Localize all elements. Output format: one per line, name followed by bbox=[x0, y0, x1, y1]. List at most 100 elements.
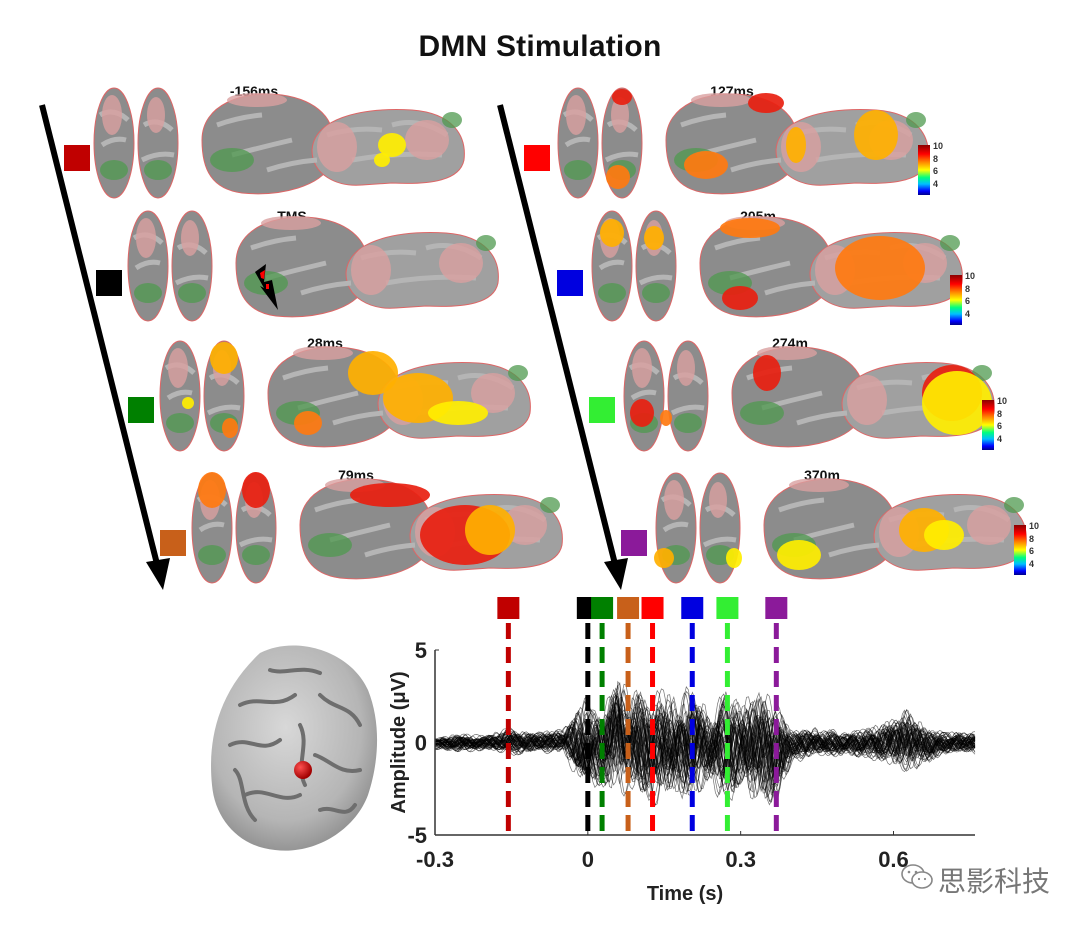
activation-blob bbox=[374, 153, 390, 167]
stimulation-site-marker bbox=[294, 761, 312, 779]
brain-gyrus bbox=[216, 112, 263, 128]
network-region bbox=[242, 545, 270, 565]
colorbar-tick-label: 8 bbox=[965, 283, 971, 294]
colorbar bbox=[950, 275, 962, 325]
event-marker-swatch-79ms bbox=[617, 597, 640, 619]
activation-blob bbox=[924, 520, 964, 550]
brain-gyrus bbox=[282, 365, 329, 381]
brain-gyrus bbox=[174, 274, 209, 286]
brain-gyrus bbox=[564, 136, 591, 148]
brain-gyrus bbox=[630, 389, 657, 401]
colorbar-tick-label: 8 bbox=[997, 408, 1003, 419]
brain-gyrus bbox=[714, 235, 761, 251]
brain-views-left-1 bbox=[127, 210, 499, 322]
network-region bbox=[1004, 497, 1024, 513]
y-axis-label: Amplitude (μV) bbox=[388, 671, 410, 813]
brain-gyrus bbox=[702, 536, 737, 548]
x-tick-label: -0.3 bbox=[416, 847, 454, 872]
colorbar-tick-label: 8 bbox=[1029, 533, 1035, 544]
dmn-region bbox=[611, 97, 629, 133]
eeg-channel-trace bbox=[434, 714, 976, 776]
colorbar bbox=[982, 400, 994, 450]
colorbar-tick-label: 10 bbox=[1029, 521, 1040, 531]
activation-blob bbox=[612, 89, 632, 105]
activation-blob bbox=[753, 355, 781, 391]
eeg-channel-trace bbox=[434, 702, 976, 793]
colorbar-tick-label: 6 bbox=[997, 421, 1003, 431]
brain-gyrus bbox=[198, 521, 225, 533]
brain-gyrus bbox=[638, 274, 673, 286]
brain-views-left-2 bbox=[159, 340, 531, 452]
brain-gyrus bbox=[796, 410, 848, 426]
eeg-channel-trace bbox=[435, 683, 976, 806]
event-marker-swatch--156ms bbox=[497, 597, 520, 619]
dmn-region bbox=[677, 350, 695, 386]
x-tick-label: 0.6 bbox=[878, 847, 909, 872]
colorbar-tick-label: 8 bbox=[933, 153, 939, 164]
activation-blob bbox=[644, 226, 664, 250]
brain-views-right-0 bbox=[557, 87, 929, 199]
activation-blob bbox=[350, 483, 430, 507]
dmn-region bbox=[181, 220, 199, 256]
brain-gyrus bbox=[598, 259, 625, 271]
brain-gyrus bbox=[266, 157, 318, 173]
event-marker-swatch-127ms bbox=[641, 597, 664, 619]
dmn-region bbox=[147, 97, 165, 133]
activation-blob bbox=[684, 151, 728, 179]
time-marker-swatch-right-1 bbox=[557, 270, 583, 296]
time-marker-swatch-right-0 bbox=[524, 145, 550, 171]
event-marker-swatch-28ms bbox=[591, 597, 614, 619]
brain-gyrus bbox=[250, 235, 297, 251]
dmn-region bbox=[664, 480, 684, 520]
dmn-region bbox=[691, 93, 751, 107]
y-tick-label: 5 bbox=[415, 638, 427, 663]
dmn-region bbox=[967, 505, 1011, 545]
brain-views-right-3 bbox=[654, 472, 1027, 584]
network-region bbox=[442, 112, 462, 128]
network-region bbox=[476, 235, 496, 251]
y-tick-label: -5 bbox=[407, 823, 427, 848]
activation-blob bbox=[198, 472, 226, 508]
activation-blob bbox=[835, 236, 925, 300]
brain-surface bbox=[211, 645, 378, 851]
network-region bbox=[178, 283, 206, 303]
dmn-region bbox=[847, 375, 887, 425]
activation-blob bbox=[748, 93, 784, 113]
network-region bbox=[564, 160, 592, 180]
network-region bbox=[144, 160, 172, 180]
brain-sulci bbox=[228, 667, 362, 822]
activation-blob bbox=[222, 418, 238, 438]
brain-gyrus bbox=[604, 151, 639, 163]
activation-blob bbox=[182, 397, 194, 409]
activation-blob bbox=[786, 127, 806, 163]
dmn-region bbox=[168, 348, 188, 388]
dmn-region bbox=[789, 478, 849, 492]
colorbar-tick-label: 6 bbox=[965, 296, 971, 306]
time-marker-swatch-left-1 bbox=[96, 270, 122, 296]
network-region bbox=[100, 160, 128, 180]
dmn-region bbox=[317, 122, 357, 172]
brain-gyrus bbox=[140, 151, 175, 163]
activation-blob bbox=[348, 351, 398, 395]
activation-blob bbox=[854, 110, 898, 160]
activation-blob bbox=[660, 410, 672, 426]
brain-gyrus bbox=[134, 259, 161, 271]
brain-gyrus bbox=[828, 542, 880, 558]
event-marker-swatch-205ms bbox=[681, 597, 704, 619]
dmn-region bbox=[566, 95, 586, 135]
time-marker-swatch-right-3 bbox=[621, 530, 647, 556]
network-region bbox=[166, 413, 194, 433]
colorbar-tick-label: 10 bbox=[997, 396, 1008, 406]
activation-blob bbox=[378, 133, 406, 157]
time-marker-swatch-right-2 bbox=[589, 397, 615, 423]
arrow-head-left bbox=[146, 558, 170, 590]
activation-blob bbox=[606, 165, 630, 189]
x-tick-label: 0.3 bbox=[725, 847, 756, 872]
tms-pulse-icon bbox=[255, 264, 278, 310]
brain-views-right-2 bbox=[623, 340, 995, 452]
brain-views-left-3 bbox=[191, 472, 563, 584]
